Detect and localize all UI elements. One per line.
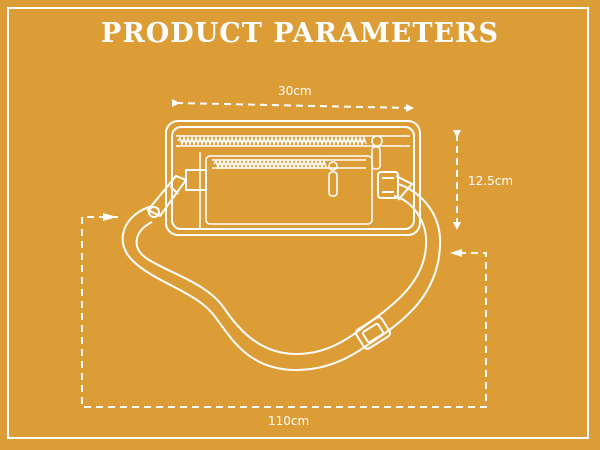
right-clip (377, 171, 414, 201)
left-clip (146, 169, 207, 218)
height-label: 12.5cm (468, 174, 514, 188)
strap-length-bracket (81, 213, 487, 408)
top-zipper (176, 135, 410, 170)
page-title: PRODUCT PARAMETERS (101, 18, 499, 49)
strap (121, 183, 442, 371)
strap-length-label: 110cm (268, 414, 310, 428)
width-dimension-arrow (171, 98, 414, 112)
panel-border (7, 7, 589, 439)
bag-body (165, 120, 421, 236)
front-pocket (199, 152, 373, 230)
width-label: 30cm (278, 84, 312, 98)
